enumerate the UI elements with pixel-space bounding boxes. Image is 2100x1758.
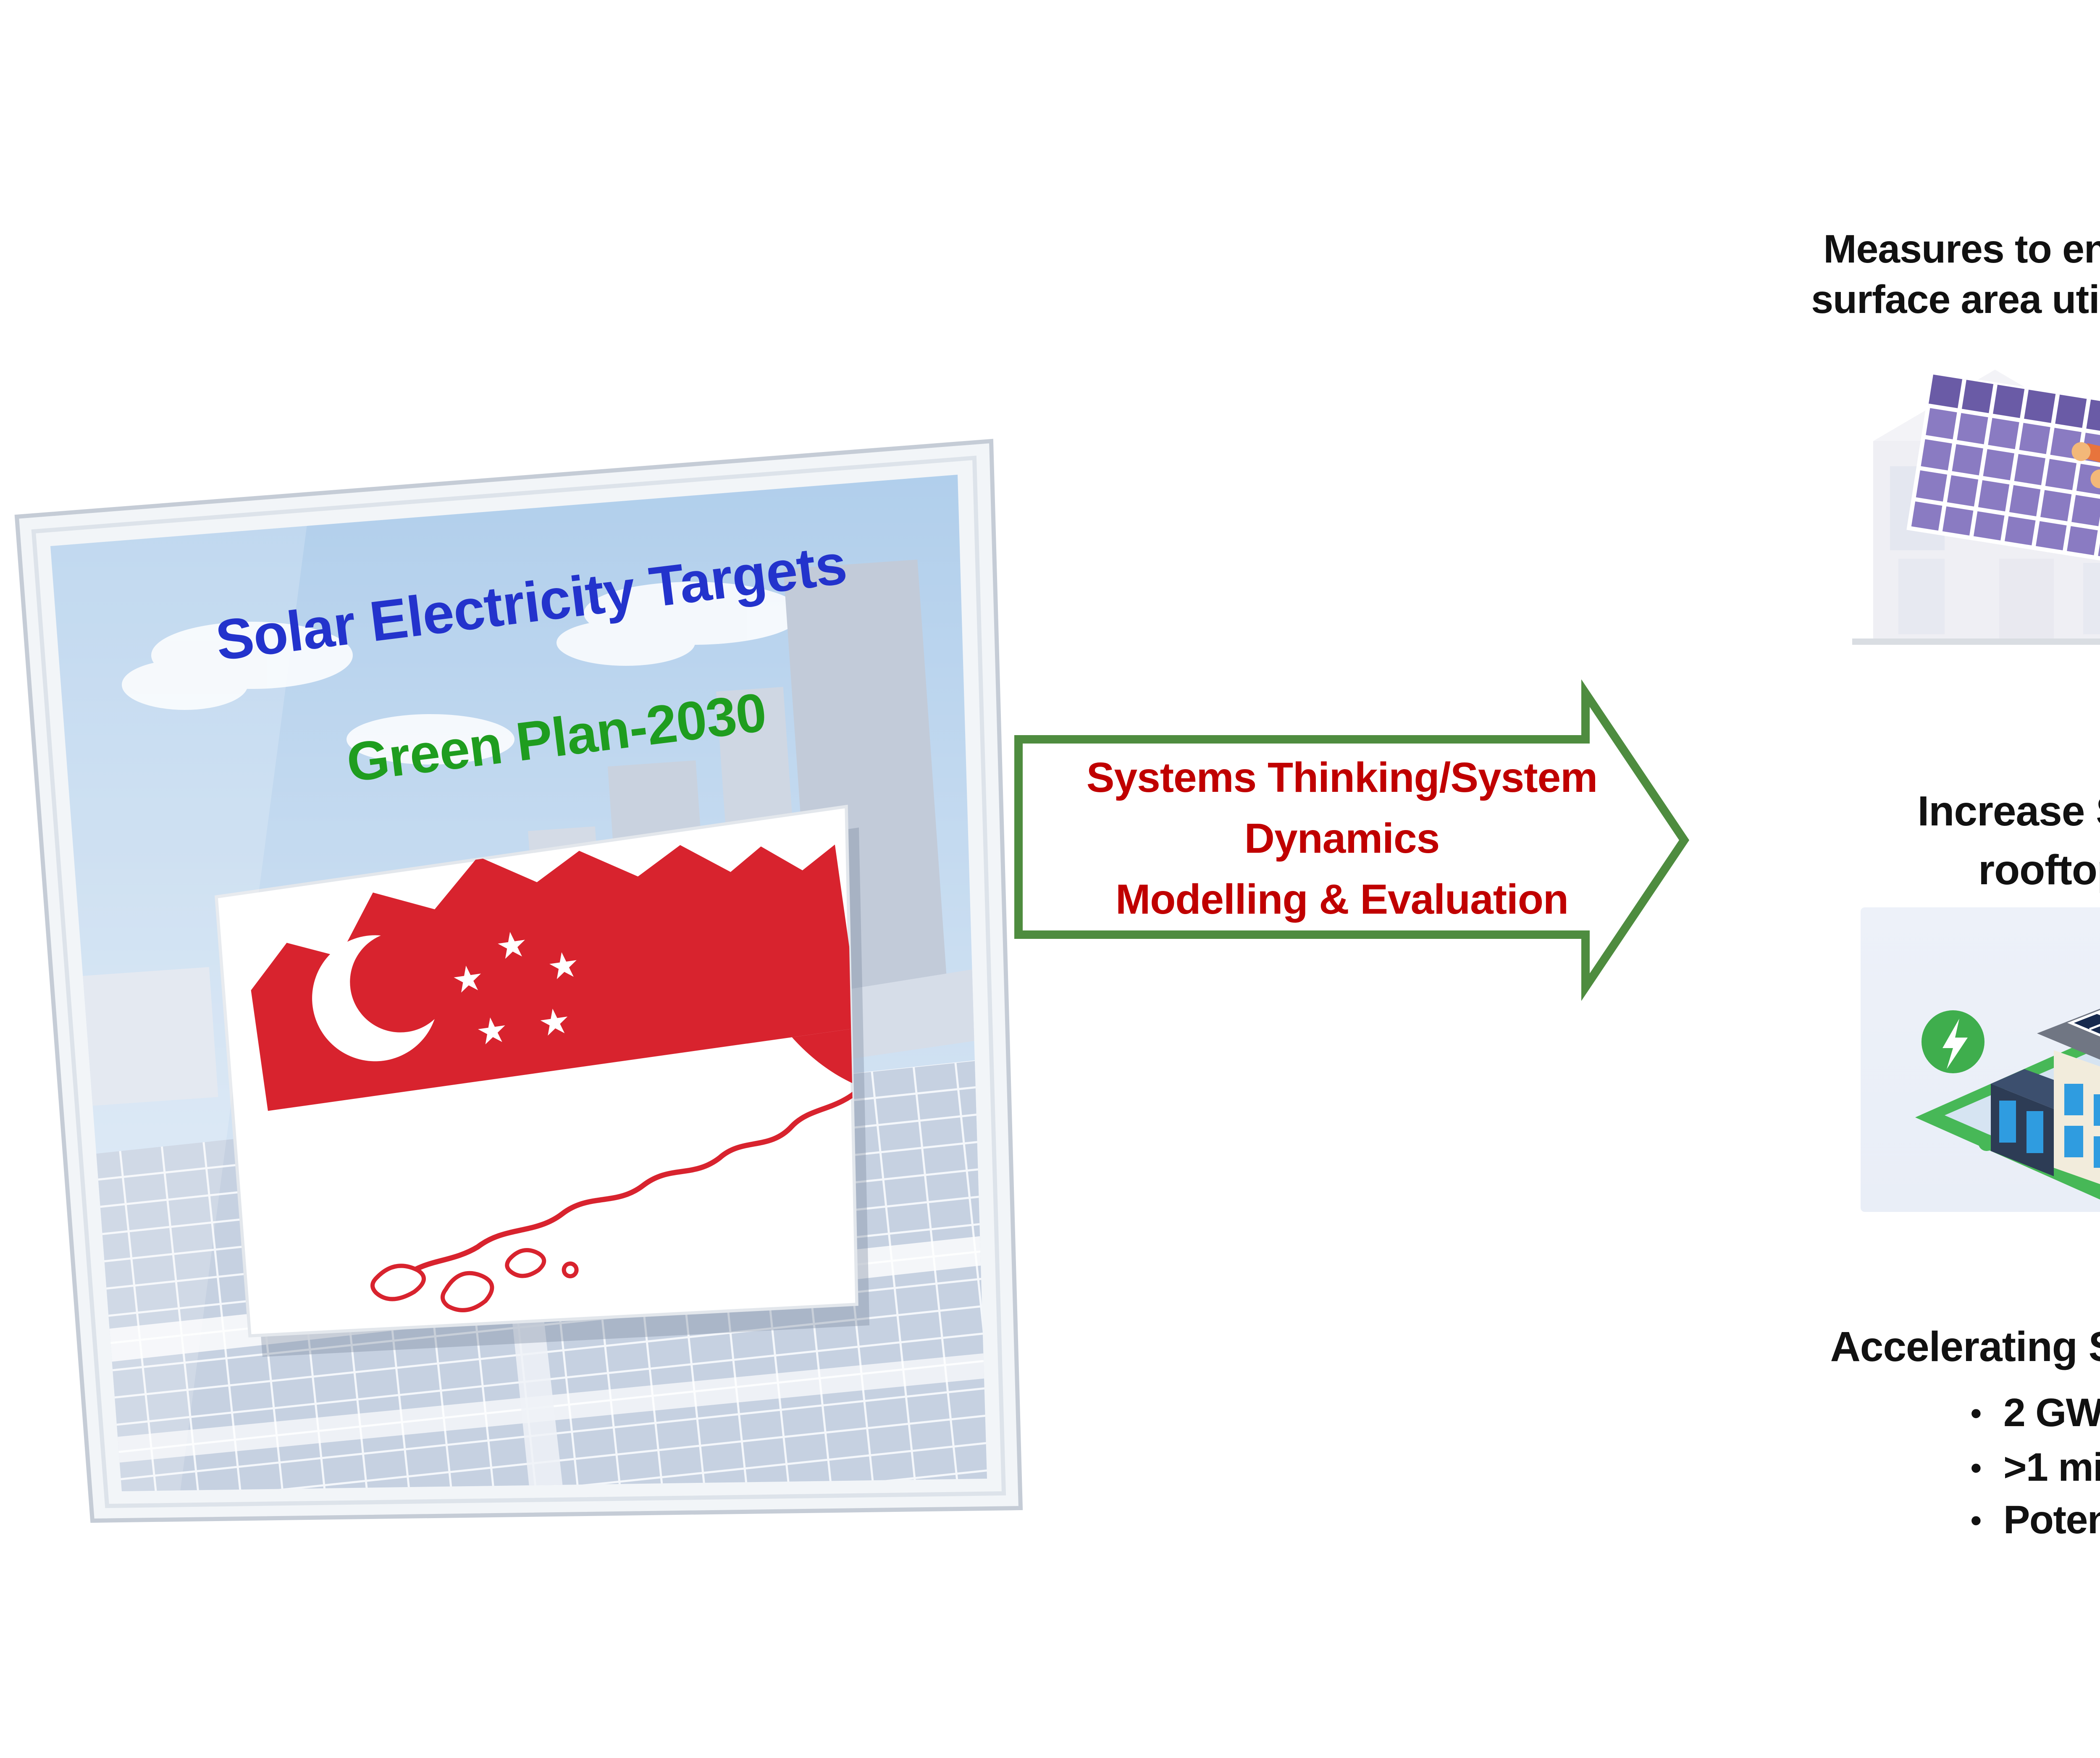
- capacity-title: Increase Solar electricity capacity thro…: [1800, 783, 2100, 901]
- driver-surface-line1: Measures to enhance: [1823, 229, 2100, 273]
- bullet-marker: •: [1970, 1397, 1982, 1432]
- bullet-text-1: 2 GWp Solar electricity generation: [2003, 1393, 2100, 1437]
- outcome-bullets: • 2 GWp Solar electricity generation • >…: [1949, 1388, 2100, 1549]
- board-photo: ★ ★ ★ ★ ★: [50, 475, 987, 1491]
- process-line1: Systems Thinking/System: [1086, 756, 1598, 802]
- bullet-item: • Potential for 8% share of national gri…: [1949, 1495, 2100, 1549]
- lightning-icon: [1942, 1019, 1968, 1069]
- svg-text:★: ★: [473, 1008, 511, 1054]
- worker-solar-panel-illustration: [1835, 357, 2100, 668]
- outcome-title: Accelerating Solar capacity targets: Gre…: [1830, 1325, 2100, 1372]
- driver-surface-area-label: Measures to enhance surface area utiliza…: [1760, 227, 2100, 328]
- bullet-item: • 2 GWp Solar electricity generation: [1949, 1388, 2100, 1442]
- worker: [2071, 442, 2100, 489]
- rooftop-pv-house-illustration: [1915, 1009, 2100, 1200]
- bullet-text-3: Potential for 8% share of national grid: [2003, 1500, 2100, 1544]
- driver-surface-line2: surface area utilization: [1811, 279, 2100, 323]
- capacity-line2: rooftop and floating PV installations: [1978, 849, 2100, 895]
- svg-text:★: ★: [449, 957, 486, 1002]
- bullet-marker: •: [1970, 1504, 1982, 1540]
- process-arrow-label: Systems Thinking/System Dynamics Modelli…: [1025, 750, 1659, 933]
- flag-stars: ★ ★ ★ ★ ★: [449, 923, 582, 1054]
- left-photo-board: ★ ★ ★ ★ ★: [14, 439, 1023, 1523]
- svg-text:★: ★: [545, 943, 582, 989]
- process-block-arrow: [1014, 679, 1690, 1001]
- process-line2: Dynamics: [1244, 817, 1440, 863]
- clouds: [122, 582, 802, 765]
- svg-text:★: ★: [536, 999, 573, 1045]
- bullet-item: • >1 million tonnes/annum CO₂ savings: [1949, 1442, 2100, 1496]
- svg-text:★: ★: [493, 923, 530, 969]
- singapore-flag-map: ★ ★ ★ ★ ★: [251, 844, 857, 1312]
- bullet-text-2: >1 million tonnes/annum CO₂ savings: [2003, 1446, 2100, 1490]
- capacity-line1: Increase Solar electricity capacity thro…: [1917, 790, 2100, 836]
- process-line3: Modelling & Evaluation: [1115, 878, 1569, 924]
- roof-solar-panel: [2067, 1010, 2100, 1037]
- pv-installations-strip: [1861, 907, 2100, 1212]
- carried-solar-panel: [1906, 372, 2100, 565]
- flag-islands: [370, 1248, 579, 1312]
- bullet-marker: •: [1970, 1450, 1982, 1486]
